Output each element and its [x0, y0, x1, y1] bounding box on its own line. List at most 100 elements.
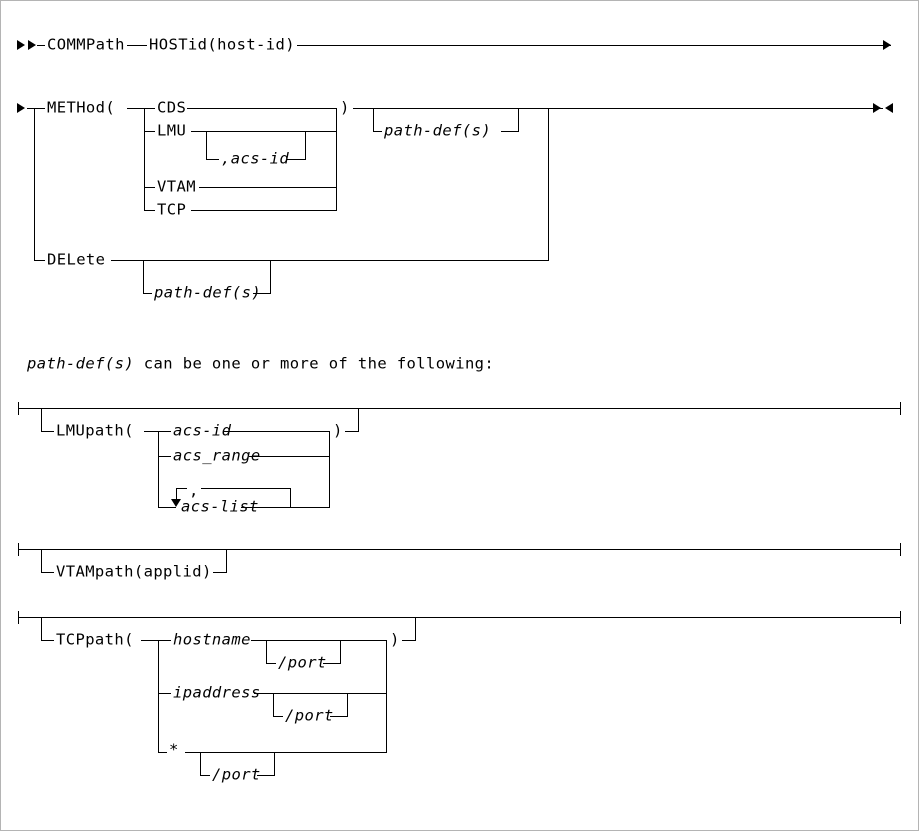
- tcppath-detour-left: [41, 617, 42, 640]
- lmupath-detour-right: [358, 408, 359, 431]
- tcppath-alt-star-tail: [185, 752, 387, 753]
- tcppath-alt-star-label: *: [167, 740, 181, 759]
- tcppath-ipaddress-port-label: /port: [283, 706, 336, 725]
- tcppath-alt-star-stub: [158, 752, 170, 753]
- lmupath-alt-acsid-stub: [158, 431, 172, 432]
- tcppath-alt-hostname-label: hostname: [171, 630, 253, 649]
- start-arrow-2: [28, 40, 36, 50]
- line2-end-arrow-right: [873, 103, 881, 113]
- method-pathdef-detour-bottom-right: [501, 131, 519, 132]
- tcppath-to-alts-rail: [141, 640, 166, 641]
- delete-tail-rail: [111, 260, 549, 261]
- tcppath-alts-merge-column: [386, 640, 387, 752]
- tcppath-end-tick: [900, 611, 901, 624]
- lmupath-alt-acsrange-stub: [158, 456, 172, 457]
- tcppath-close-paren: ): [388, 630, 402, 649]
- tcppath-ipaddress-port-bottom-left: [273, 716, 284, 717]
- lmupath-alts-column: [158, 431, 159, 507]
- lmu-acsid-detour-bottom-right: [287, 159, 306, 160]
- lmu-acsid-detour-left: [206, 131, 207, 159]
- lmupath-alt-acslist-tail: [241, 507, 330, 508]
- lmupath-repeat-separator: ,: [187, 481, 201, 500]
- keyword-method: METHod(: [45, 98, 118, 117]
- vtampath-detour-stub: [41, 572, 55, 573]
- tcppath-detour-right: [415, 617, 416, 640]
- keyword-tcppath: TCPpath(: [54, 630, 136, 649]
- tcppath-ipaddress-port-detour-left: [273, 693, 274, 716]
- method-to-options-rail: [127, 108, 152, 109]
- option-cds-stub: [144, 108, 156, 109]
- lmupath-end-tick: [900, 402, 901, 415]
- line1-end-arrow: [883, 40, 891, 50]
- line2-main-rail: [353, 108, 883, 109]
- option-lmu-tail: [191, 131, 337, 132]
- option-cds-label: CDS: [155, 98, 189, 117]
- pathdef-note: path-def(s) can be one or more of the fo…: [27, 354, 495, 373]
- delete-branch-stub: [34, 260, 47, 261]
- delete-pathdef-label: path-def(s): [152, 283, 264, 302]
- keyword-commpath: COMMPath: [45, 35, 127, 54]
- lmupath-detour-stub: [41, 431, 55, 432]
- tcppath-alts-column: [158, 640, 159, 752]
- vtampath-end-tick: [900, 543, 901, 556]
- lmu-acsid-label: ,acs-id: [219, 149, 292, 168]
- method-pathdef-label: path-def(s): [382, 121, 494, 140]
- tcppath-star-port-bottom-left: [200, 775, 211, 776]
- line2-end-arrow-left: [885, 103, 893, 113]
- option-tcp-label: TCP: [155, 200, 189, 219]
- delete-pathdef-detour-bottom-right: [253, 293, 271, 294]
- vtampath-detour-left: [41, 549, 42, 572]
- line1-rail: [37, 45, 891, 46]
- vtampath-detour-right: [226, 549, 227, 572]
- tcppath-ipaddress-port-detour-right: [347, 693, 348, 716]
- lmupath-close-paren: ): [331, 421, 345, 440]
- option-lmu-stub: [144, 131, 156, 132]
- lmupath-alt-acsid-tail: [224, 431, 330, 432]
- tcppath-ipaddress-port-bottom-right: [330, 716, 348, 717]
- tcppath-hostname-port-bottom-left: [266, 663, 277, 664]
- lmupath-repeat-arrow: [171, 499, 181, 507]
- lmupath-alt-acsrange-tail: [249, 456, 330, 457]
- tcppath-hostname-port-label: /port: [276, 653, 329, 672]
- vtampath-top-rail: [18, 549, 901, 550]
- tcppath-hostname-port-detour-left: [266, 640, 267, 663]
- tcppath-star-port-detour-left: [200, 752, 201, 775]
- tcppath-star-port-label: /port: [210, 765, 263, 784]
- tcppath-alt-hostname-tail: [251, 640, 387, 641]
- tcppath-alt-ipaddress-label: ipaddress: [171, 683, 263, 702]
- lmupath-rejoin-stub: [345, 431, 359, 432]
- keyword-hostid: HOSTid(host-id): [147, 35, 297, 54]
- delete-rejoin-column: [548, 108, 549, 260]
- method-delete-choice-column: [34, 108, 35, 260]
- lmu-acsid-detour-right: [305, 131, 306, 159]
- lmupath-alt-acslist-stub: [158, 507, 176, 508]
- vtampath-rejoin-stub: [213, 572, 227, 573]
- tcppath-detour-stub: [41, 640, 55, 641]
- delete-pathdef-detour-bottom-left: [143, 293, 153, 294]
- lmupath-repeat-loop-right: [290, 488, 291, 507]
- lmupath-top-rail: [18, 408, 901, 409]
- lmupath-detour-left: [41, 408, 42, 431]
- delete-pathdef-detour-left: [143, 260, 144, 293]
- start-arrow-line2: [17, 103, 25, 113]
- tcppath-rejoin-stub: [402, 640, 416, 641]
- tcppath-hostname-port-detour-right: [340, 640, 341, 663]
- method-options-column: [144, 108, 145, 211]
- tcppath-star-port-detour-right: [274, 752, 275, 775]
- tcppath-alt-ipaddress-tail: [254, 693, 387, 694]
- tcppath-alt-hostname-stub: [158, 640, 172, 641]
- lmu-acsid-detour-bottom-left: [206, 159, 220, 160]
- delete-pathdef-detour-right: [270, 260, 271, 293]
- option-vtam-label: VTAM: [155, 177, 198, 196]
- keyword-lmupath: LMUpath(: [54, 421, 136, 440]
- start-arrow-1: [17, 40, 25, 50]
- lmupath-to-alts-rail: [144, 431, 166, 432]
- lmupath-repeat-loop-top: [176, 488, 291, 489]
- option-vtam-stub: [144, 187, 156, 188]
- option-lmu-label: LMU: [155, 121, 189, 140]
- option-cds-tail: [187, 108, 337, 109]
- tcppath-alt-ipaddress-stub: [158, 693, 172, 694]
- option-vtam-tail: [199, 187, 337, 188]
- keyword-vtampath: VTAMpath(applid): [54, 562, 214, 581]
